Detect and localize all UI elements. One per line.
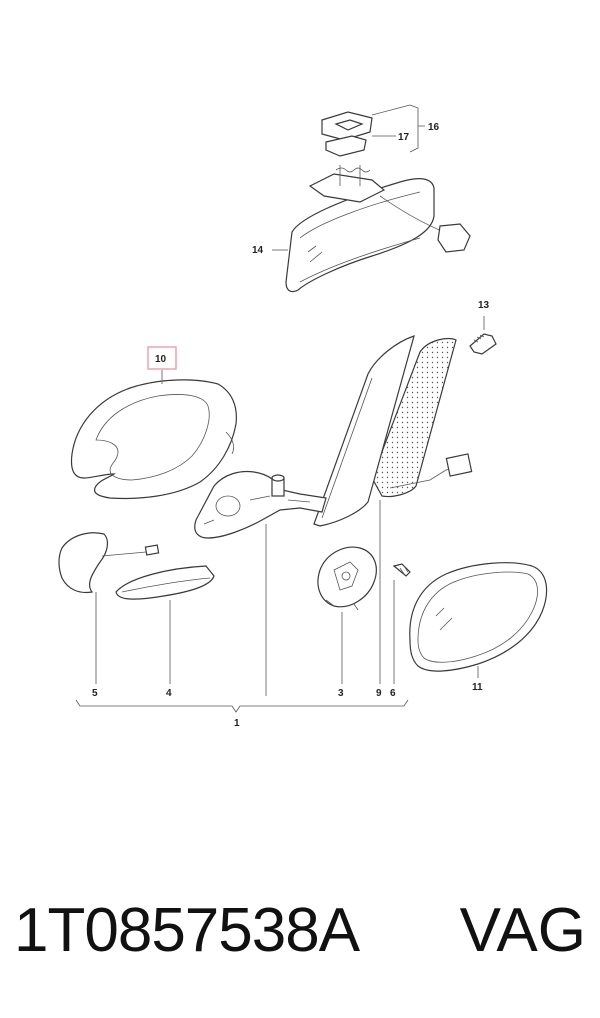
part-10-housing-cap [70,379,237,500]
label-13: 13 [478,300,490,311]
highlight-box-10 [147,346,177,370]
brand-name: VAG [459,896,586,965]
label-9: 9 [376,688,382,699]
mirror-parts-diagram: 16 17 14 13 10 5 4 3 9 6 11 1 [58,104,548,729]
label-10: 10 [155,354,167,365]
part-3-adjust-motor [317,546,377,611]
part-14-rearview-mirror [285,165,471,293]
part-9-heater-plate [371,337,473,498]
label-4: 4 [166,688,172,699]
label-14: 14 [252,245,264,256]
part-4-trim-strip [115,565,215,600]
part-11-mirror-glass [409,562,548,672]
label-11: 11 [472,682,483,693]
part-9-glass-carrier [313,335,415,527]
part-6-screw [392,563,411,577]
leader-16 [409,104,425,153]
group-brace-1 [75,699,409,713]
label-3: 3 [338,688,344,699]
part-1-mirror-base [194,470,327,539]
part-number: 1T0857538A [14,896,360,965]
label-16: 16 [428,122,440,133]
part-13-bolt [469,333,497,355]
part-5-turn-signal [58,532,160,594]
caption: 1T0857538A VAG [0,895,600,975]
label-5: 5 [92,688,98,699]
label-1: 1 [234,718,240,729]
part-17-clip [321,111,373,157]
label-6: 6 [390,688,396,699]
leader-16-top [371,104,411,116]
label-17: 17 [398,132,410,143]
